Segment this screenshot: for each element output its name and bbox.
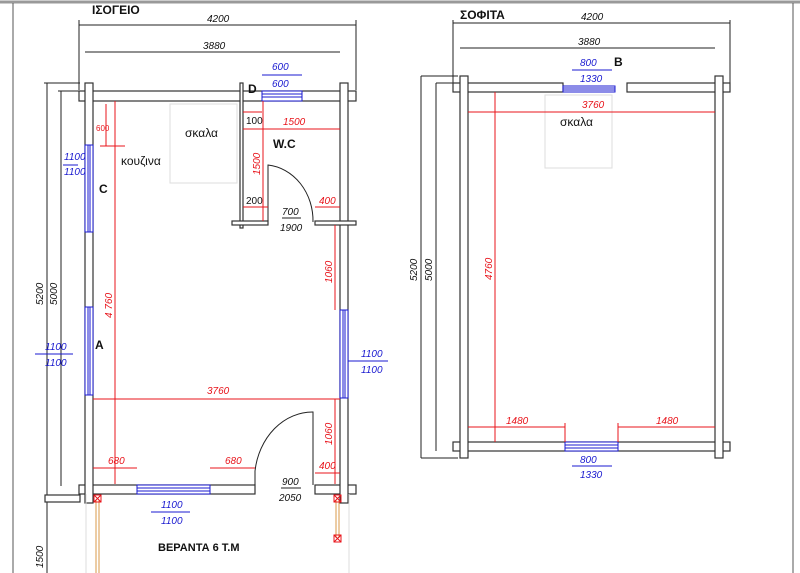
attic-dim-front-left: 1480 [506, 416, 529, 427]
attic-dim-width-outer: 4200 [581, 12, 604, 23]
window-d-width: 600 [272, 62, 289, 73]
window-front-height: 1100 [161, 516, 183, 527]
dim-height-inner: 5000 [49, 282, 60, 305]
attic-window-top-width: 800 [580, 58, 597, 69]
stairs-label: σκαλα [185, 126, 218, 140]
attic-wall-right [714, 75, 724, 459]
window-c-width: 1100 [64, 152, 86, 163]
attic-window-bottom-height: 1330 [580, 470, 603, 481]
attic-title: ΣΟΦΙΤΑ [460, 8, 505, 22]
ground-floor-plan: ΙΣΟΓΕΙΟ 4200 3880 5200 5000 1500 600 600… [35, 3, 388, 573]
wc-partition [239, 82, 244, 229]
dim-wc-400: 400 [319, 196, 336, 207]
dim-veranda-depth: 1500 [35, 545, 46, 568]
attic-window-top-height: 1330 [580, 74, 603, 85]
dim-wc-height: 1500 [252, 152, 263, 175]
veranda-label: ΒΕΡΑΝΤΑ 6 Τ.Μ [158, 542, 240, 554]
attic-wall-left [459, 75, 469, 459]
window-a-height: 1100 [45, 358, 67, 369]
entry-door-height: 2050 [278, 493, 302, 504]
dim-front-400: 400 [319, 461, 336, 472]
dim-front-left: 680 [108, 456, 125, 467]
dim-width-inner: 3880 [203, 41, 226, 52]
attic-dim-height-inner: 5000 [424, 258, 435, 281]
window-front [136, 484, 211, 495]
dim-interior-width: 3760 [207, 386, 230, 397]
window-c [84, 144, 94, 233]
wall-left [84, 82, 94, 504]
label-c: C [99, 182, 108, 196]
entry-door-width: 900 [282, 477, 299, 488]
window-right-height: 1100 [361, 365, 383, 376]
attic-dim-height-outer: 5200 [409, 258, 420, 281]
attic-dim-interior-height: 4760 [484, 257, 495, 280]
dim-wc-100: 100 [246, 116, 263, 127]
ground-floor-title: ΙΣΟΓΕΙΟ [92, 3, 140, 17]
dim-interior-height: 4 760 [104, 293, 115, 318]
attic-plan: ΣΟΦΙΤΑ 4200 3880 5200 5000 800 1330 800 … [409, 8, 731, 481]
dim-wc-200: 200 [246, 196, 263, 207]
stairs-box [169, 103, 238, 184]
attic-window-top [562, 85, 616, 93]
dim-right-lower: 1060 [324, 422, 335, 445]
dim-front-right: 680 [225, 456, 242, 467]
wc-door-width: 700 [282, 207, 299, 218]
attic-dim-front-right: 1480 [656, 416, 679, 427]
attic-window-bottom-width: 800 [580, 455, 597, 466]
label-a: A [95, 338, 104, 352]
attic-dim-interior-width: 3760 [582, 100, 605, 111]
window-a-width: 1100 [45, 342, 67, 353]
window-a [84, 306, 94, 396]
window-right-width: 1100 [361, 349, 383, 360]
window-d-height: 600 [272, 79, 289, 90]
wc-door-height: 1900 [280, 223, 303, 234]
label-d: D [248, 82, 257, 96]
window-c-height: 1100 [64, 167, 86, 178]
veranda-posts [85, 494, 350, 573]
wall-right [339, 82, 349, 504]
entry-door-swing [254, 411, 314, 485]
window-right [339, 309, 349, 399]
wall-top [78, 90, 357, 102]
dim-right-upper: 1060 [324, 260, 335, 283]
attic-stairs-label: σκαλα [560, 115, 593, 129]
wall-bottom-right [314, 484, 357, 495]
dim-height-outer: 5200 [35, 282, 46, 305]
attic-stairs-box [544, 94, 613, 169]
kitchen-label: κουζινα [121, 154, 161, 168]
attic-window-bottom [564, 441, 619, 452]
wc-door-swing [267, 164, 314, 223]
label-b: B [614, 55, 623, 69]
dim-width-outer: 4200 [207, 14, 230, 25]
attic-dim-width-inner: 3880 [578, 37, 601, 48]
wc-label: W.C [273, 137, 296, 151]
dim-wc-width: 1500 [283, 117, 306, 128]
window-d [261, 90, 303, 102]
dim-kitchen: 600 [96, 124, 110, 133]
window-front-width: 1100 [161, 500, 183, 511]
